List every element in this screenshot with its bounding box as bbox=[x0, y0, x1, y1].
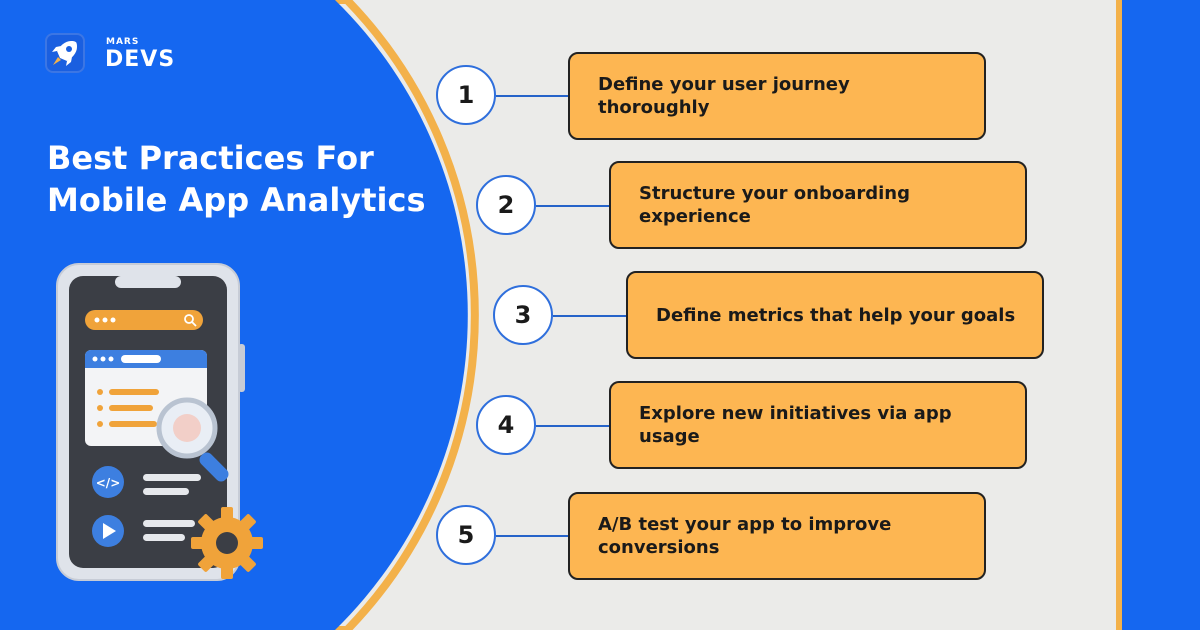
code-icon: </> bbox=[92, 466, 124, 498]
step-number-1: 1 bbox=[436, 65, 496, 125]
gear-icon bbox=[191, 507, 263, 579]
step-card-2: Structure your onboarding experience bbox=[609, 161, 1027, 249]
right-blue-stripe bbox=[1122, 0, 1200, 630]
step-text-5: A/B test your app to improve conversions bbox=[598, 514, 892, 558]
connector-2 bbox=[536, 205, 611, 207]
magnifier-icon bbox=[156, 397, 229, 482]
step-text-3: Define metrics that help your goals bbox=[656, 304, 1016, 326]
blue-half-circle-arc bbox=[0, 0, 479, 630]
connector-4 bbox=[536, 425, 611, 427]
title-line-2: Mobile App Analytics bbox=[47, 181, 426, 219]
right-accent-line bbox=[1116, 0, 1122, 630]
search-icon bbox=[184, 314, 197, 327]
step-text-2: Structure your onboarding experience bbox=[639, 183, 910, 227]
phone-illustration: </> bbox=[56, 263, 263, 581]
page-title: Best Practices For Mobile App Analytics bbox=[47, 137, 467, 221]
logo-tile bbox=[45, 33, 85, 73]
step-card-1: Define your user journey thoroughly bbox=[568, 52, 986, 140]
connector-1 bbox=[496, 95, 570, 97]
brand-logo: MARS DEVS bbox=[45, 33, 205, 75]
step-number-4: 4 bbox=[476, 395, 536, 455]
rocket-icon bbox=[52, 41, 77, 66]
step-number-5: 5 bbox=[436, 505, 496, 565]
connector-5 bbox=[496, 535, 570, 537]
logo-name: DEVS bbox=[105, 47, 176, 72]
step-text-4: Explore new initiatives via app usage bbox=[639, 403, 952, 447]
logo-small-text: MARS bbox=[106, 37, 140, 47]
title-line-1: Best Practices For bbox=[47, 139, 374, 177]
play-icon bbox=[92, 515, 124, 547]
step-card-3: Define metrics that help your goals bbox=[626, 271, 1044, 359]
step-number-3: 3 bbox=[493, 285, 553, 345]
step-card-5: A/B test your app to improve conversions bbox=[568, 492, 986, 580]
step-card-4: Explore new initiatives via app usage bbox=[609, 381, 1027, 469]
connector-3 bbox=[553, 315, 628, 317]
step-number-2: 2 bbox=[476, 175, 536, 235]
step-text-1: Define your user journey thoroughly bbox=[598, 74, 850, 118]
search-bar bbox=[85, 310, 203, 330]
svg-text:</>: </> bbox=[96, 476, 121, 490]
